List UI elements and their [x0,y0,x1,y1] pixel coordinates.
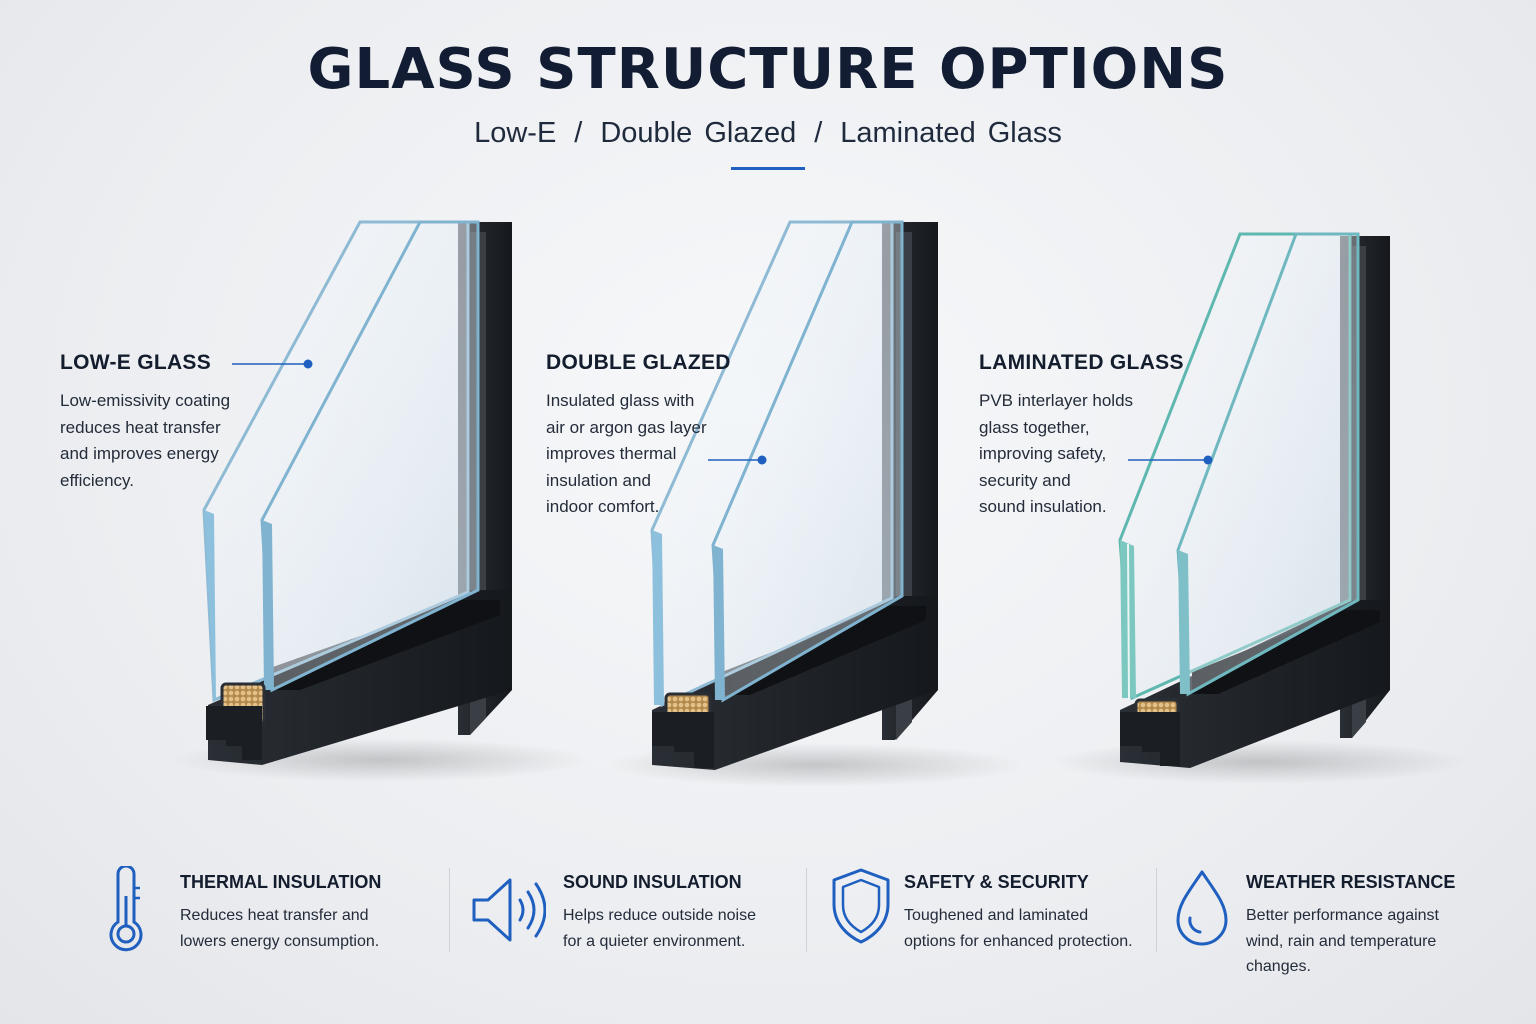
feature-description: Reduces heat transfer and lowers energy … [180,907,380,950]
unit-shadow [1050,740,1470,784]
desiccant-spacer [1134,698,1180,740]
subtitle-separator: / [814,117,823,149]
feature-title: SOUND INSULATION [563,872,742,892]
front-pane-edge [652,530,664,705]
feature-title: WEATHER RESISTANCE [1246,872,1456,892]
double-glazed-callout-dot [757,455,767,465]
feature-description: Toughened and laminated options for enha… [904,907,1133,950]
back-pane [260,220,480,693]
thermometer-icon [104,864,148,961]
subtitle-separator: / [574,117,583,149]
back-pane-edge [713,545,725,700]
bottom-rail-channel [1192,610,1380,694]
feature-sound-insulation: SOUND INSULATION Helps reduce outside no… [470,860,790,980]
frame-profile [206,706,262,760]
feature-description: Better performance against wind, rain an… [1246,907,1439,975]
double-glazed-label: DOUBLE GLAZED Insulated glass with air o… [546,350,736,521]
bottom-rail [208,590,512,765]
laminated-glass-label: LAMINATED GLASS PVB interlayer holds gla… [979,350,1189,521]
unit-frame [1340,236,1390,738]
bottom-rail-channel [270,600,500,690]
page-subtitle: Low-E / Double Glazed / Laminated Glass [0,116,1536,150]
back-pane-edge [262,520,274,690]
back-pane [1176,232,1360,697]
low-e-callout-dot [303,359,313,369]
laminated-front-edge [1120,540,1136,698]
feature-divider [806,868,807,952]
double-glazed-description: Insulated glass with air or argon gas la… [546,391,707,516]
speaker-icon [470,872,547,953]
unit-shadow [605,743,1025,787]
title-underline [731,167,805,170]
frame-profile [1120,712,1180,766]
back-pane-edge [1178,550,1190,694]
low-e-glass-label: LOW-E GLASS Low-emissivity coating reduc… [60,350,260,494]
feature-safety-security: SAFETY & SECURITY Toughened and laminate… [830,860,1150,980]
pvb-interlayer-line [1127,543,1130,699]
unit-frame [882,222,938,740]
feature-description: Helps reduce outside noise for a quieter… [563,907,757,950]
frame-inner-strip [896,232,912,740]
page-title: GLASS STRUCTURE OPTIONS [307,37,1229,102]
double-glazed-heading: DOUBLE GLAZED [546,351,731,374]
low-e-glass-description: Low-emissivity coating reduces heat tran… [60,391,231,490]
frame-inner-strip [470,232,486,735]
frame-profile [652,712,714,768]
feature-divider [1156,868,1157,952]
features-row: THERMAL INSULATION Reduces heat transfer… [0,860,1536,990]
header: GLASS STRUCTURE OPTIONS Low-E / Double Gla… [0,38,1536,150]
subtitle-laminated-glass: Laminated Glass [840,117,1062,149]
back-pane [711,220,904,703]
frame-inner-strip [1352,246,1366,738]
feature-title: THERMAL INSULATION [180,872,382,892]
subtitle-low-e: Low-E [474,117,557,149]
laminated-glass-description: PVB interlayer holds glass together, imp… [979,391,1134,516]
feature-title: SAFETY & SECURITY [904,872,1089,892]
feature-thermal-insulation: THERMAL INSULATION Reduces heat transfer… [104,860,434,980]
feature-weather-resistance: WEATHER RESISTANCE Better performance ag… [1174,860,1514,980]
shield-icon [830,866,892,951]
feature-divider [449,868,450,952]
unit-shadow [170,738,590,782]
low-e-glass-heading: LOW-E GLASS [60,351,212,374]
front-pane-edge [204,510,216,700]
desiccant-spacer [664,692,712,736]
low-e-glass-unit [170,220,590,782]
water-drop-icon [1174,868,1230,953]
unit-frame [458,222,512,735]
bottom-rail [1120,600,1390,768]
bottom-rail [652,596,938,770]
laminated-glass-heading: LAMINATED GLASS [979,351,1184,374]
desiccant-spacer [220,682,266,726]
laminated-callout-dot [1203,455,1213,465]
subtitle-double-glazed: Double Glazed [600,117,797,149]
bottom-rail-channel [722,606,926,695]
